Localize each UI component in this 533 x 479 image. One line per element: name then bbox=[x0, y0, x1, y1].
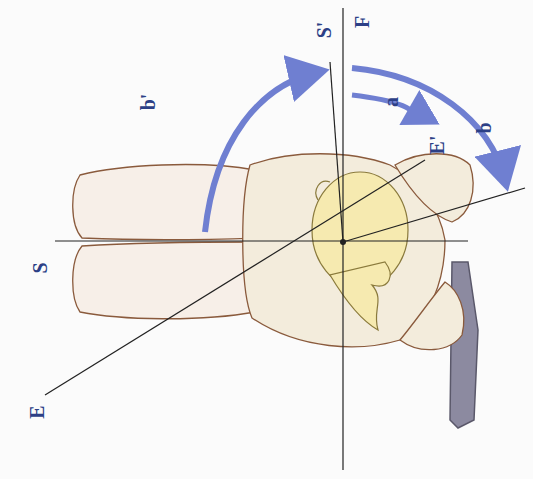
leg bbox=[73, 165, 258, 240]
plane-label: a bbox=[381, 97, 401, 107]
center-dot bbox=[340, 239, 346, 245]
plane-label: S' bbox=[314, 22, 334, 39]
rotation-arrow bbox=[205, 72, 318, 232]
plane-label: S bbox=[30, 262, 50, 273]
sagittal-line bbox=[55, 240, 468, 241]
plane-label: F bbox=[352, 16, 372, 28]
plane-label: E' bbox=[427, 136, 447, 155]
hair bbox=[330, 262, 390, 330]
plane-label: b' bbox=[138, 94, 158, 111]
rotation-arrow bbox=[352, 68, 505, 180]
arm bbox=[395, 154, 473, 222]
e-line bbox=[45, 160, 425, 395]
plane-label: b bbox=[474, 122, 494, 133]
plane-label: E bbox=[27, 405, 47, 418]
b-line bbox=[343, 188, 525, 242]
arm bbox=[400, 282, 464, 350]
rotation-arrow bbox=[352, 95, 413, 120]
table-pad bbox=[450, 262, 478, 428]
ear bbox=[316, 181, 330, 200]
